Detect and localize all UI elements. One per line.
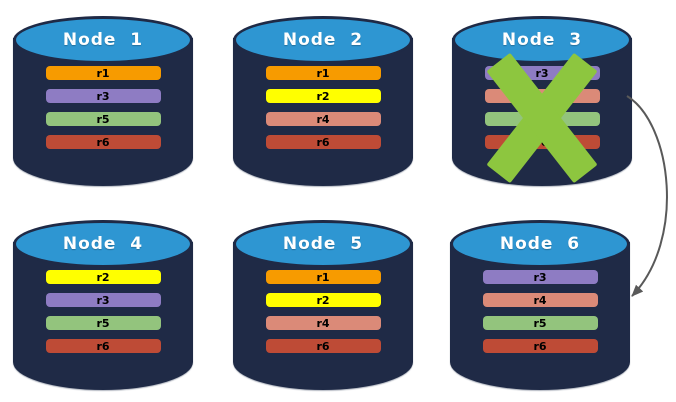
replica-label: r1: [316, 66, 330, 80]
replica-label: r6: [533, 339, 547, 353]
replica-label: r4: [533, 293, 547, 307]
replica-list: r1 r2 r4 r6: [233, 270, 413, 353]
failover-arrow-path: [626, 95, 668, 297]
replica-label: r2: [316, 293, 330, 307]
replica-bar: r2: [265, 89, 381, 103]
replica-label: r6: [96, 135, 110, 149]
node-2-cylinder: Node 2 r1 r2 r4 r6: [233, 8, 413, 186]
replica-label: r6: [316, 135, 330, 149]
replica-label: r2: [316, 89, 330, 103]
replica-bar: r5: [482, 316, 598, 330]
cylinder-top: Node 5: [233, 220, 413, 268]
node-6-cylinder: Node 6 r3 r4 r5 r6: [450, 212, 630, 390]
replica-bar: r3: [482, 270, 598, 284]
replica-bar: r2: [265, 293, 381, 307]
node-5-cylinder: Node 5 r1 r2 r4 r6: [233, 212, 413, 390]
replica-label: r1: [316, 270, 330, 284]
cylinder-top: Node 1: [13, 16, 193, 64]
cylinder-top: Node 4: [13, 220, 193, 268]
replica-label: r3: [96, 293, 110, 307]
node-3-cylinder: Node 3 r3 r4 r5 r6: [452, 8, 632, 186]
replica-bar: r6: [45, 339, 161, 353]
replica-bar: r4: [265, 112, 381, 126]
failure-x-icon: [486, 52, 598, 184]
replica-bar: r6: [482, 339, 598, 353]
replica-label: r5: [96, 316, 110, 330]
node-title: Node 6: [499, 234, 581, 254]
replica-bar: r6: [265, 135, 381, 149]
replica-list: r2 r3 r5 r6: [13, 270, 193, 353]
replica-list: r3 r4 r5 r6: [450, 270, 630, 353]
node-title: Node 4: [62, 234, 144, 254]
node-title: Node 3: [501, 30, 583, 50]
replica-list: r1 r2 r4 r6: [233, 66, 413, 149]
replica-bar: r4: [482, 293, 598, 307]
cylinder-top: Node 6: [450, 220, 630, 268]
replica-label: r3: [535, 66, 549, 80]
replica-bar: r5: [45, 316, 161, 330]
node-1-cylinder: Node 1 r1 r3 r5 r6: [13, 8, 193, 186]
replica-bar: r3: [45, 89, 161, 103]
replica-bar: r5: [45, 112, 161, 126]
replica-label: r4: [316, 316, 330, 330]
replica-bar: r2: [45, 270, 161, 284]
replica-bar: r1: [265, 270, 381, 284]
replica-label: r5: [96, 112, 110, 126]
replica-label: r6: [96, 339, 110, 353]
node-title: Node 2: [282, 30, 364, 50]
replica-label: r1: [96, 66, 110, 80]
replica-bar: r3: [45, 293, 161, 307]
node-4-cylinder: Node 4 r2 r3 r5 r6: [13, 212, 193, 390]
replica-bar: r6: [45, 135, 161, 149]
cylinder-top: Node 3: [452, 16, 632, 64]
node-title: Node 1: [62, 30, 144, 50]
replica-bar: r1: [45, 66, 161, 80]
node-title: Node 5: [282, 234, 364, 254]
cylinder-top: Node 2: [233, 16, 413, 64]
replica-bar: r6: [265, 339, 381, 353]
replica-label: r5: [533, 316, 547, 330]
replica-label: r3: [533, 270, 547, 284]
replica-bar: r1: [265, 66, 381, 80]
replica-label: r6: [316, 339, 330, 353]
replica-label: r3: [96, 89, 110, 103]
replica-list: r1 r3 r5 r6: [13, 66, 193, 149]
replica-bar: r4: [265, 316, 381, 330]
replica-label: r4: [316, 112, 330, 126]
replica-label: r2: [96, 270, 110, 284]
